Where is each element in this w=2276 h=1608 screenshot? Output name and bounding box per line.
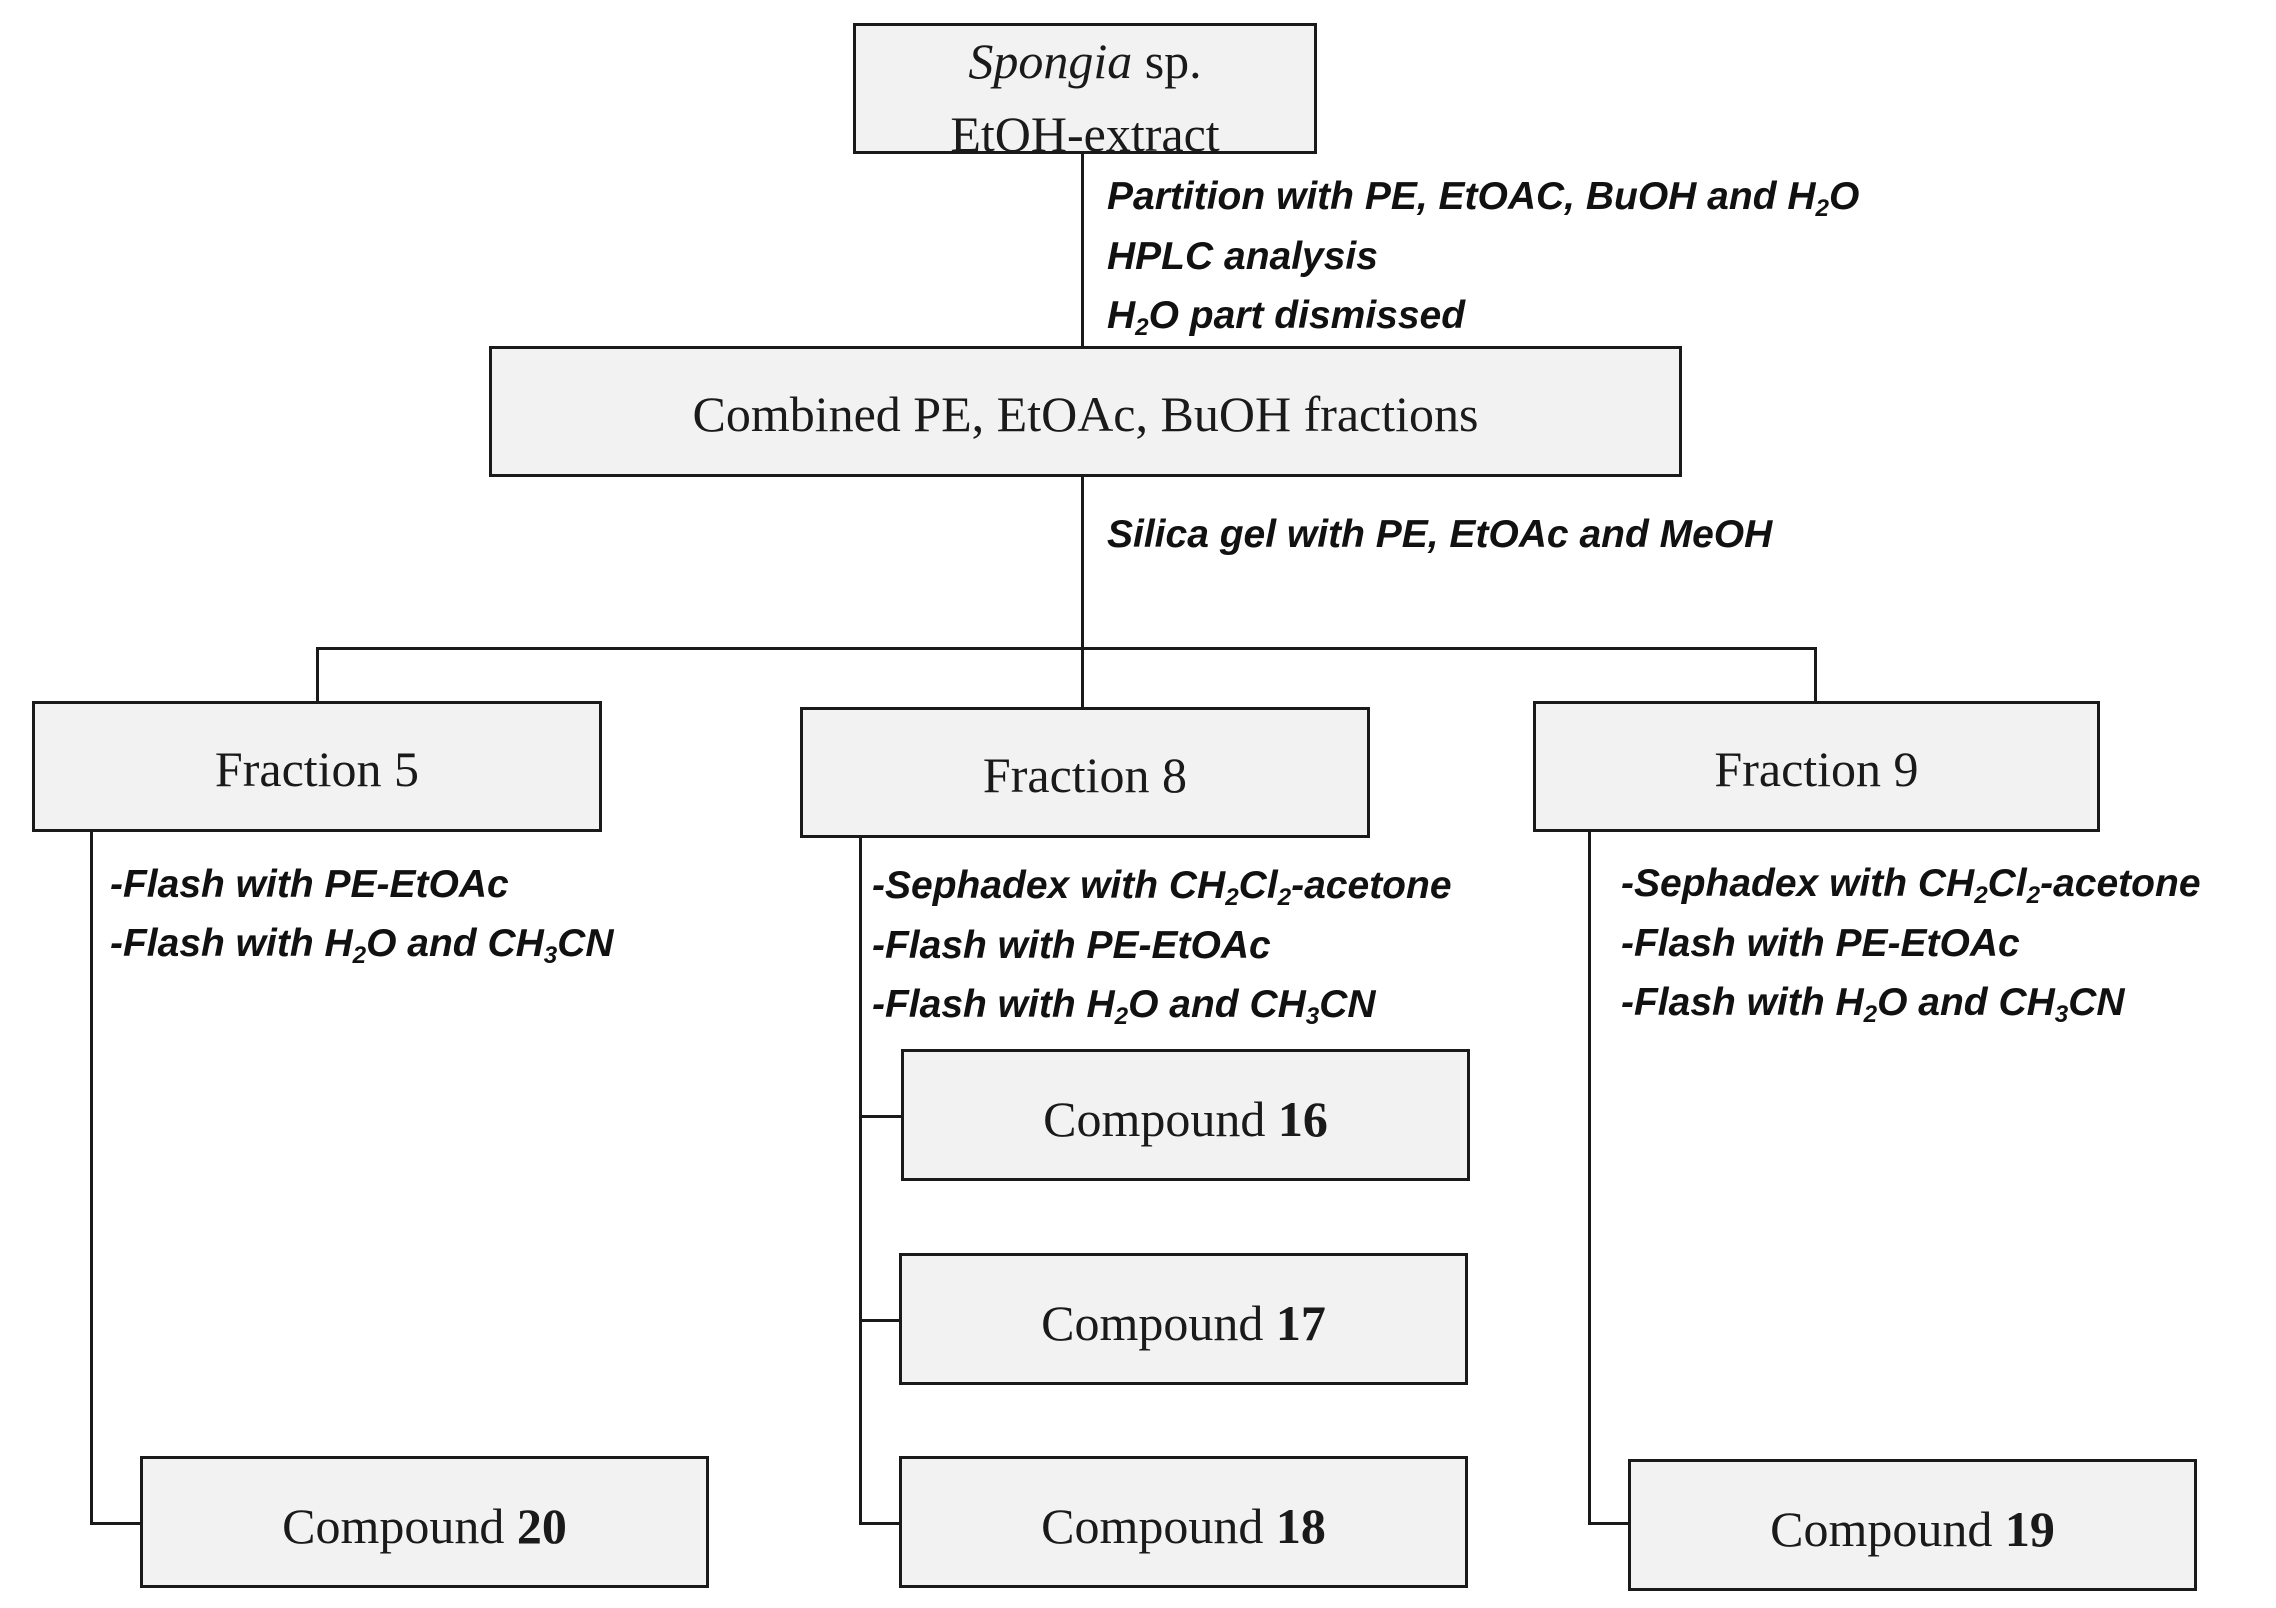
connector-fraction5-compound	[90, 830, 93, 1525]
compound-17-label: Compound 17	[902, 1298, 1465, 1348]
compound-19-label: Compound 19	[1631, 1504, 2194, 1554]
fraction-8-step-2: -Flash with PE-EtOAc	[872, 924, 1271, 967]
connector-branch-fraction5	[316, 647, 319, 703]
fraction-9-step-3-post: CN	[2068, 981, 2125, 1024]
fraction-5-step-2-post: CN	[557, 922, 614, 965]
compound-18-box: Compound 18	[899, 1456, 1468, 1588]
root-genus-text: Spongia	[968, 33, 1133, 89]
fraction-8-step-3-mid: O and CH	[1128, 983, 1306, 1026]
partition-step-1-post: O	[1828, 175, 1860, 218]
fraction-5-step-2-sub1: 2	[352, 941, 367, 969]
partition-step-1-sub: 2	[1815, 194, 1829, 222]
partition-step-1-text: Partition with PE, EtOAC, BuOH and H	[1107, 175, 1816, 218]
fraction-9-box: Fraction 9	[1533, 701, 2100, 832]
compound-19-prefix: Compound	[1770, 1501, 2005, 1557]
connector-fraction5-compound-h	[90, 1522, 142, 1525]
fraction-8-step-1-post: -acetone	[1291, 864, 1452, 907]
connector-branch-horizontal	[316, 647, 1817, 650]
fraction-5-label: Fraction 5	[214, 741, 420, 797]
fraction-9-step-1-sub1: 2	[1974, 881, 1988, 909]
connector-fraction8-compounds	[859, 836, 862, 1525]
root-suffix-text: sp.	[1132, 33, 1202, 89]
connector-root-combined	[1081, 152, 1084, 348]
fraction-8-box: Fraction 8	[800, 707, 1370, 838]
fraction-9-step-1-sub2: 2	[2026, 881, 2041, 909]
compound-17-number: 17	[1275, 1295, 1326, 1351]
partition-step-3-post: O part dismissed	[1148, 294, 1466, 337]
partition-step-2: HPLC analysis	[1107, 235, 1378, 278]
fraction-8-step-1-text: -Sephadex with CH	[872, 864, 1226, 907]
partition-step-3: H2O part dismissed	[1107, 294, 1466, 339]
combined-fractions-box: Combined PE, EtOAc, BuOH fractions	[489, 346, 1682, 477]
connector-fraction8-compound16-h	[859, 1115, 903, 1118]
root-species-label: Spongia sp.	[856, 36, 1314, 86]
fraction-9-step-3-text: -Flash with H	[1621, 981, 1864, 1024]
fraction-9-step-1: -Sephadex with CH2Cl2-acetone	[1621, 862, 2201, 907]
fraction-9-label: Fraction 9	[1714, 741, 1919, 797]
compound-20-number: 20	[516, 1498, 567, 1554]
connector-fraction8-compound18-h	[859, 1522, 901, 1525]
fraction-8-step-1: -Sephadex with CH2Cl2-acetone	[872, 864, 1452, 909]
fraction-8-step-3: -Flash with H2O and CH3CN	[872, 983, 1376, 1028]
combined-fractions-label: Combined PE, EtOAc, BuOH fractions	[692, 386, 1479, 442]
fraction-5-step-1: -Flash with PE-EtOAc	[110, 863, 509, 906]
compound-18-prefix: Compound	[1041, 1498, 1276, 1554]
fraction-5-step-2-mid: O and CH	[366, 922, 544, 965]
connector-combined-branch	[1081, 476, 1084, 650]
compound-19-box: Compound 19	[1628, 1459, 2197, 1591]
fraction-8-step-3-post: CN	[1319, 983, 1376, 1026]
partition-step-3-sub: 2	[1135, 313, 1149, 341]
connector-branch-fraction9	[1814, 647, 1817, 703]
compound-20-box: Compound 20	[140, 1456, 709, 1588]
fraction-5-step-2: -Flash with H2O and CH3CN	[110, 922, 614, 967]
compound-16-label: Compound 16	[904, 1094, 1467, 1144]
fraction-9-step-1-post: -acetone	[2040, 862, 2201, 905]
fraction-8-step-3-sub2: 3	[1305, 1002, 1320, 1030]
compound-17-box: Compound 17	[899, 1253, 1468, 1385]
compound-19-number: 19	[2004, 1501, 2055, 1557]
fraction-8-step-1-mid: Cl	[1238, 864, 1278, 907]
compound-20-prefix: Compound	[282, 1498, 517, 1554]
compound-20-label: Compound 20	[143, 1501, 706, 1551]
compound-18-number: 18	[1275, 1498, 1326, 1554]
connector-fraction9-compound-h	[1588, 1522, 1630, 1525]
partition-step-1: Partition with PE, EtOAC, BuOH and H2O	[1107, 175, 1860, 220]
fraction-9-step-3-mid: O and CH	[1877, 981, 2055, 1024]
root-extract-box: Spongia sp. EtOH-extract	[853, 23, 1317, 159]
fraction-9-step-1-mid: Cl	[1987, 862, 2027, 905]
partition-step-3-text: H	[1107, 294, 1136, 337]
connector-branch-fraction8	[1081, 647, 1084, 709]
fraction-5-step-2-sub2: 3	[543, 941, 558, 969]
fraction-5-step-2-text: -Flash with H	[110, 922, 353, 965]
fraction-8-step-3-text: -Flash with H	[872, 983, 1115, 1026]
fraction-9-step-1-text: -Sephadex with CH	[1621, 862, 1975, 905]
fraction-9-step-3-sub1: 2	[1863, 1000, 1878, 1028]
compound-16-box: Compound 16	[901, 1049, 1470, 1181]
compound-16-prefix: Compound	[1043, 1091, 1278, 1147]
connector-fraction9-compound	[1588, 830, 1591, 1525]
fraction-9-step-3: -Flash with H2O and CH3CN	[1621, 981, 2125, 1026]
fraction-9-step-3-sub2: 3	[2054, 1000, 2069, 1028]
silica-gel-step: Silica gel with PE, EtOAc and MeOH	[1107, 513, 1773, 556]
compound-18-label: Compound 18	[902, 1501, 1465, 1551]
fraction-8-label: Fraction 8	[982, 747, 1188, 803]
compound-16-number: 16	[1277, 1091, 1328, 1147]
fraction-9-step-2: -Flash with PE-EtOAc	[1621, 922, 2020, 965]
compound-17-prefix: Compound	[1041, 1295, 1276, 1351]
fraction-8-step-3-sub1: 2	[1114, 1002, 1129, 1030]
fraction-8-step-1-sub1: 2	[1225, 883, 1239, 911]
fraction-5-box: Fraction 5	[32, 701, 602, 832]
connector-fraction8-compound17-h	[859, 1319, 901, 1322]
root-extract-label: EtOH-extract	[950, 106, 1220, 162]
fraction-8-step-1-sub2: 2	[1277, 883, 1292, 911]
